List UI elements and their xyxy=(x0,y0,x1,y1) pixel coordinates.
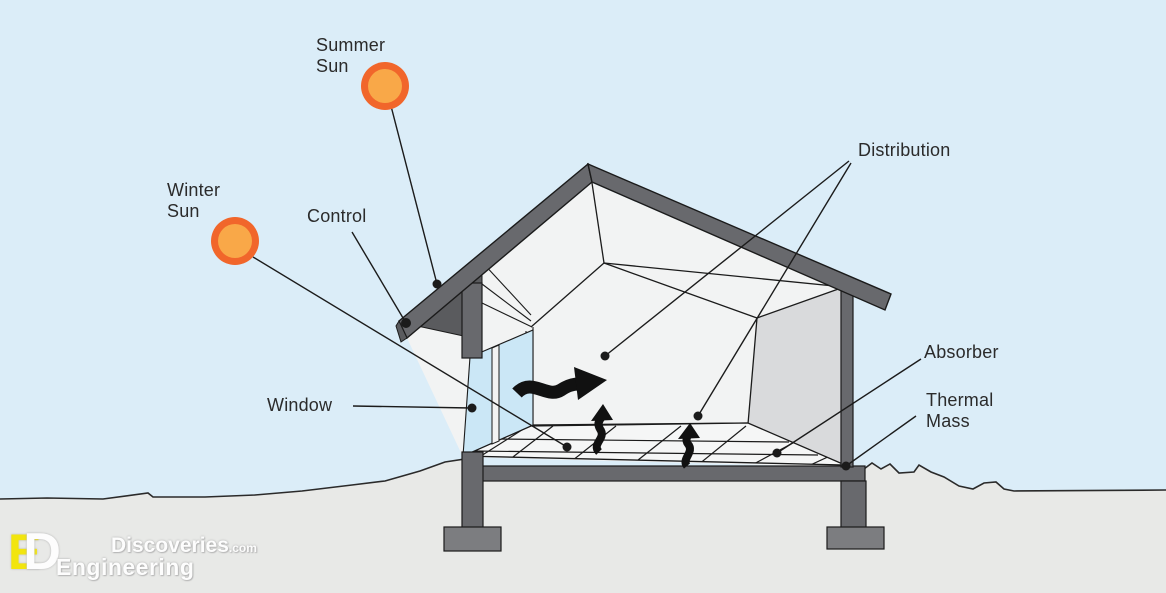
right-pier-footing xyxy=(826,526,885,550)
rising-heat-arrow-1 xyxy=(591,404,613,455)
left-pier-footing xyxy=(443,526,502,552)
monogram-d: D xyxy=(23,523,61,581)
watermark-brand: Discoveries xyxy=(111,534,229,557)
floor-beam xyxy=(462,465,866,482)
distribution-label: Distribution xyxy=(858,140,951,160)
watermark-logo: ED Discoveries.com Engineering xyxy=(8,523,258,590)
watermark-line1: Discoveries.com xyxy=(111,534,257,558)
absorber-label: Absorber xyxy=(924,342,999,362)
window-header-lines xyxy=(481,261,533,328)
monogram-e: E xyxy=(8,524,42,580)
left-pier-post xyxy=(461,451,484,529)
roof-right-slope xyxy=(587,162,892,311)
summer-sun-ray xyxy=(390,105,438,285)
winter-sun-label: Winter Sun xyxy=(167,180,221,221)
window-leader xyxy=(352,405,472,409)
watermark-monogram: ED xyxy=(8,522,61,582)
rising-heat-arrow-2 xyxy=(678,423,700,469)
control-leader xyxy=(351,231,407,324)
leader-lines xyxy=(252,105,922,467)
summer-sun-icon xyxy=(361,62,409,110)
absorber-leader xyxy=(776,358,922,454)
ceiling-fold-lines xyxy=(530,182,845,328)
control-label: Control xyxy=(307,206,367,226)
window-mullion xyxy=(491,344,500,445)
watermark-line2: Engineering xyxy=(56,554,195,580)
corner-post xyxy=(461,282,483,359)
leader-dots xyxy=(401,279,851,471)
heat-flow-arrow xyxy=(512,367,607,400)
winter-sun-ray xyxy=(252,256,568,448)
winter-sun-icon xyxy=(211,217,259,265)
right-wall-post xyxy=(840,290,854,468)
distribution-leader-2 xyxy=(697,162,852,417)
thermal-mass-label: Thermal Mass xyxy=(926,390,994,431)
thermal-mass-leader xyxy=(845,415,917,467)
eave-tip-cap xyxy=(395,319,408,343)
distribution-leader-1 xyxy=(604,160,850,357)
watermark-brand-suffix: .com xyxy=(228,541,257,555)
window-label: Window xyxy=(267,395,333,415)
right-pier-post xyxy=(840,480,867,529)
summer-sun-label: Summer Sun xyxy=(316,35,386,76)
